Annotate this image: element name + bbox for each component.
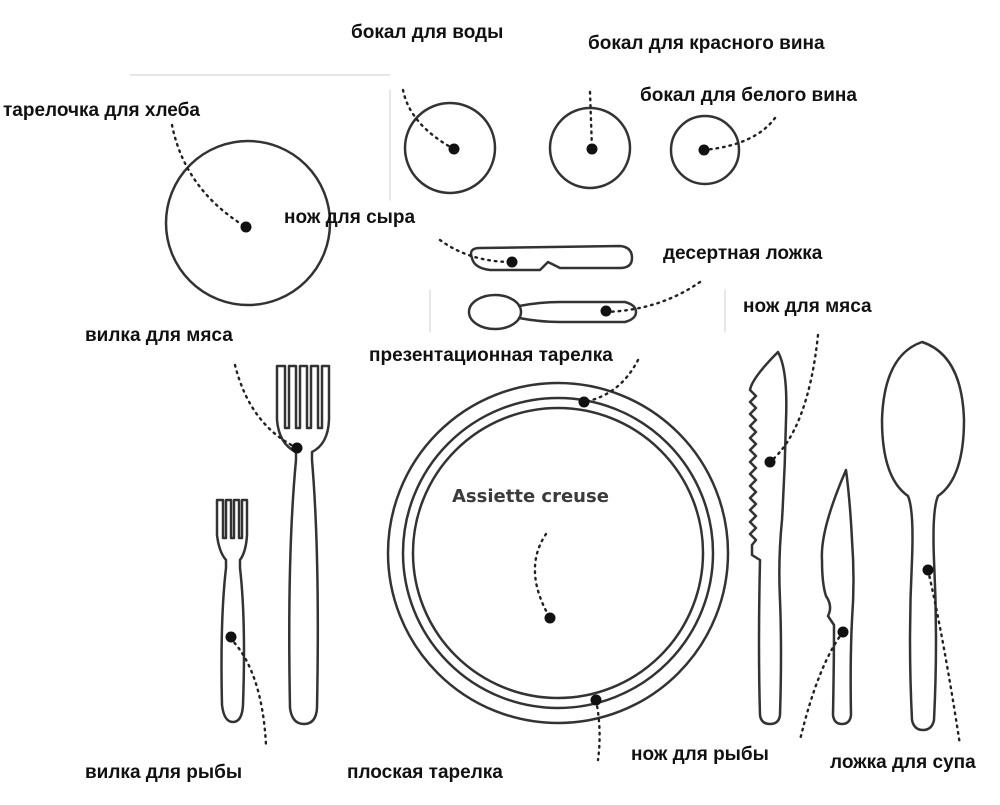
label-fish-knife: нож для рыбы (631, 744, 769, 765)
cheese-knife (469, 244, 634, 272)
meat-fork (275, 364, 331, 726)
fish-knife (820, 468, 855, 726)
label-water-glass: бокал для воды (351, 22, 504, 43)
charger-plate (386, 381, 730, 725)
label-white-wine-glass: бокал для белого вина (640, 85, 857, 106)
meat-knife (748, 350, 788, 726)
dessert-spoon (467, 293, 638, 331)
label-meat-knife: нож для мяса (743, 296, 872, 317)
soup-spoon (880, 340, 966, 732)
label-red-wine-glass: бокал для красного вина (588, 33, 825, 54)
label-soup-plate: Assiette creuse (452, 486, 609, 507)
water-glass (403, 101, 497, 195)
label-bread-plate: тарелочка для хлеба (3, 100, 200, 121)
soup-plate (411, 406, 705, 700)
dinner-plate (401, 396, 715, 710)
label-charger-plate: презентационная тарелка (369, 345, 613, 366)
white-wine-glass (669, 114, 741, 186)
bread-plate (164, 139, 332, 307)
fish-fork (215, 498, 249, 724)
marker-dots (225, 143, 934, 706)
label-cheese-knife: нож для сыра (284, 207, 416, 228)
label-fish-fork: вилка для рыбы (85, 762, 243, 783)
label-dessert-spoon: десертная ложка (663, 243, 823, 264)
background-panels (129, 74, 726, 333)
label-meat-fork: вилка для мяса (85, 325, 233, 346)
label-soup-spoon: ложка для супа (830, 752, 976, 773)
label-dinner-plate: плоская тарелка (347, 762, 503, 783)
red-wine-glass (548, 106, 632, 190)
leader-lines (170, 88, 962, 762)
